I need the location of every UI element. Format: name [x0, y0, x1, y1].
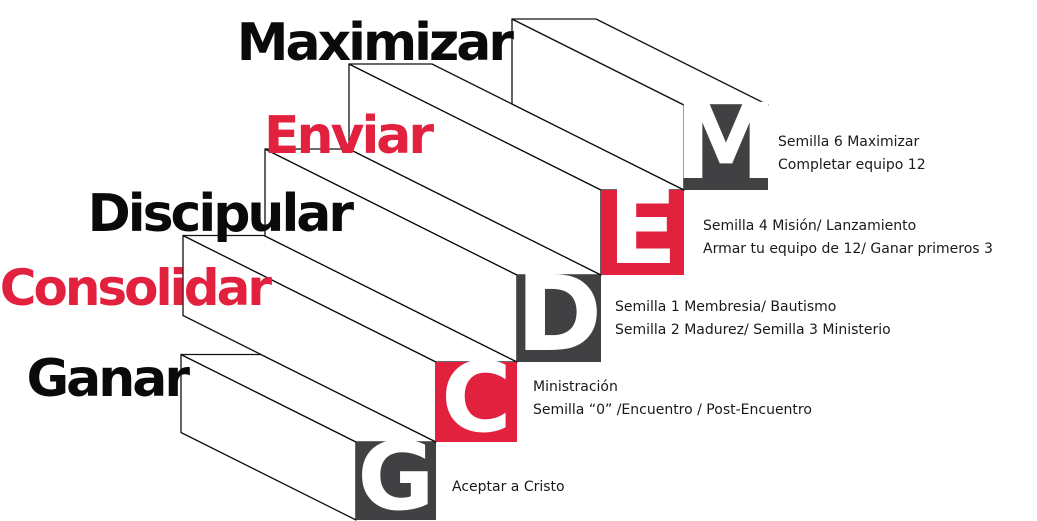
- step-letter-block: [601, 190, 684, 275]
- step-description-line: Armar tu equipo de 12/ Ganar primeros 3: [703, 241, 993, 257]
- step-letter-block: [436, 362, 517, 442]
- step-label-ganar: Ganar: [26, 349, 190, 409]
- step-label-enviar: Enviar: [264, 106, 434, 166]
- step-letter: E: [608, 169, 678, 288]
- step-description-line: Semilla 1 Membresia/ Bautismo: [615, 299, 837, 315]
- step-label-consolidar: Consolidar: [0, 259, 272, 317]
- step-letter-block: [517, 275, 601, 362]
- step-letter: G: [357, 423, 434, 521]
- step-description-consolidar: Ministración Semilla “0” /Encuentro / Po…: [533, 376, 812, 422]
- step-description-enviar: Semilla 4 Misión/ Lanzamiento Armar tu e…: [703, 215, 993, 261]
- step-label-maximizar: Maximizar: [236, 13, 514, 73]
- step-letter: D: [516, 253, 602, 375]
- step-description-ganar: Aceptar a Cristo: [452, 476, 565, 499]
- step-description-line: Semilla 4 Misión/ Lanzamiento: [703, 218, 917, 234]
- step-description-line: Semilla “0” /Encuentro / Post-Encuentro: [533, 402, 812, 418]
- step-description-line: Completar equipo 12: [778, 157, 926, 173]
- step-description-line: Ministración: [533, 379, 618, 395]
- step-description-discipular: Semilla 1 Membresia/ Bautismo Semilla 2 …: [615, 296, 891, 342]
- step-description-line: Aceptar a Cristo: [452, 479, 565, 495]
- step-description-maximizar: Semilla 6 Maximizar Completar equipo 12: [778, 131, 926, 177]
- step-letter: C: [441, 342, 511, 454]
- step-label-discipular: Discipular: [87, 184, 354, 244]
- step-letter-block: [356, 442, 436, 520]
- step-letter-block: [684, 105, 768, 190]
- step-description-line: Semilla 2 Madurez/ Semilla 3 Ministerio: [615, 322, 891, 338]
- step-description-line: Semilla 6 Maximizar: [778, 134, 920, 150]
- step-letter: M: [674, 81, 778, 203]
